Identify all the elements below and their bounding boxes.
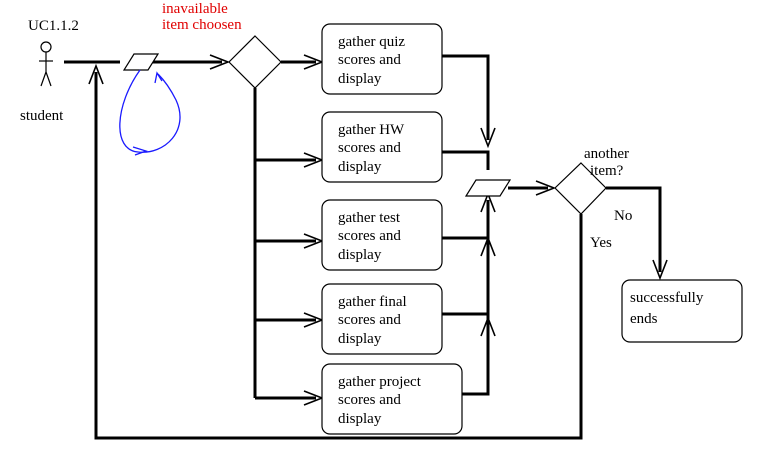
svg-text:gather final: gather final [338, 294, 407, 310]
invalid-item-note-line-1: inavailable [162, 1, 228, 17]
svg-text:display: display [338, 331, 382, 347]
svg-text:successfully: successfully [630, 290, 704, 306]
decision-question-line-2: item? [590, 163, 624, 179]
branch-arrows [255, 152, 325, 406]
svg-text:scores and: scores and [338, 52, 401, 68]
svg-text:gather project: gather project [338, 374, 422, 390]
svg-text:ends: ends [630, 311, 658, 327]
end-state-box: successfully ends [621, 279, 743, 343]
actor-stick-figure-icon [39, 41, 53, 87]
activity-gather-quiz: gather quiz scores and display [321, 23, 443, 95]
main-flow-line [64, 54, 231, 70]
svg-text:scores and: scores and [338, 140, 401, 156]
invalid-item-note-line-2: item choosen [162, 17, 242, 33]
activity-gather-hw: gather HW scores and display [321, 111, 443, 183]
svg-text:scores and: scores and [338, 312, 401, 328]
svg-text:display: display [338, 247, 382, 263]
use-case-id: UC1.1.2 [28, 18, 79, 34]
merge-parallelogram [464, 179, 512, 197]
branch-decision-diamond [228, 35, 282, 89]
activity-gather-project: gather project scores and display [321, 363, 463, 435]
decision-question-line-1: another [584, 146, 629, 162]
input-parallelogram [122, 53, 160, 71]
svg-text:display: display [338, 411, 382, 427]
svg-text:scores and: scores and [338, 392, 401, 408]
merge-lines [442, 54, 496, 396]
svg-text:display: display [338, 159, 382, 175]
no-label: No [614, 208, 632, 224]
svg-text:gather quiz: gather quiz [338, 34, 405, 50]
svg-text:gather test: gather test [338, 210, 401, 226]
no-branch-line [606, 186, 662, 272]
svg-text:scores and: scores and [338, 228, 401, 244]
svg-text:display: display [338, 71, 382, 87]
activity-gather-test: gather test scores and display [321, 199, 443, 271]
actor-label: student [20, 108, 64, 124]
activity-gather-final: gather final scores and display [321, 283, 443, 355]
yes-loop-back-line [94, 72, 583, 440]
retry-loop-arrow [119, 69, 181, 156]
svg-text:gather HW: gather HW [338, 122, 405, 138]
yes-label: Yes [590, 235, 612, 251]
